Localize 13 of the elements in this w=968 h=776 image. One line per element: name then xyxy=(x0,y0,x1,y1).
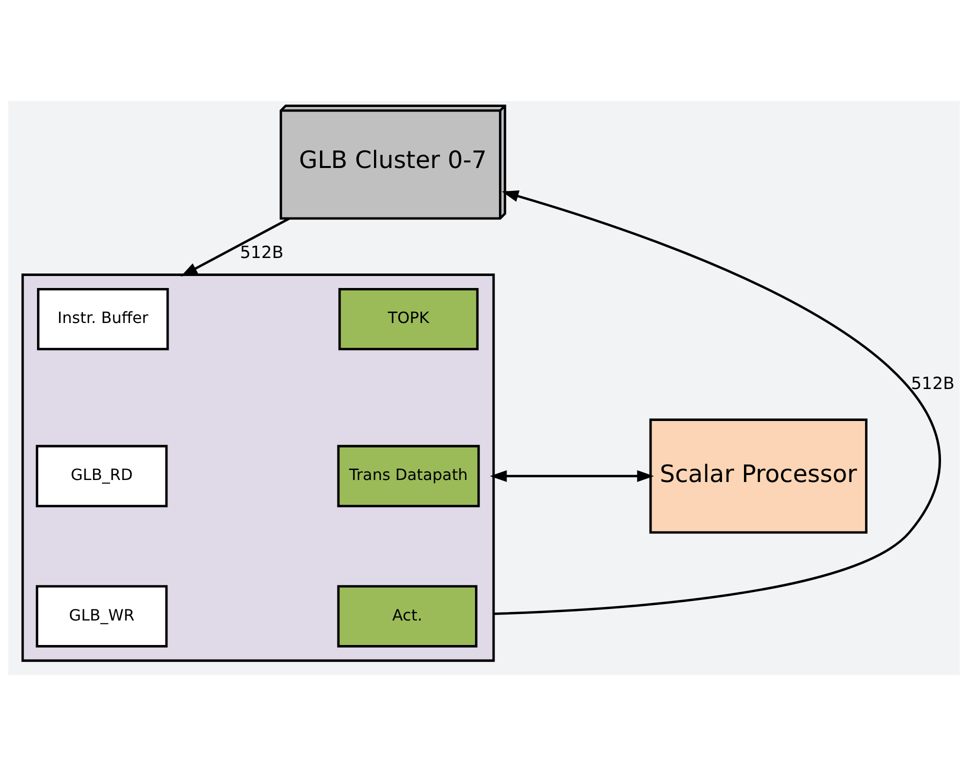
arrow xyxy=(180,217,290,276)
node-box: Act. xyxy=(337,585,478,648)
node-box: Scalar Processor xyxy=(649,418,868,534)
node-box: Instr. Buffer xyxy=(37,288,169,350)
arrow xyxy=(490,470,654,482)
edge-label: 512B xyxy=(240,242,284,262)
node-box: GLB_RD xyxy=(36,444,168,508)
node-box: GLB_WR xyxy=(36,585,168,648)
node-box: Trans Datapath xyxy=(337,444,480,508)
arrow xyxy=(494,190,940,615)
cluster xyxy=(21,274,495,662)
edge-label: 512B xyxy=(911,372,955,393)
node-box: TOPK xyxy=(338,288,479,350)
